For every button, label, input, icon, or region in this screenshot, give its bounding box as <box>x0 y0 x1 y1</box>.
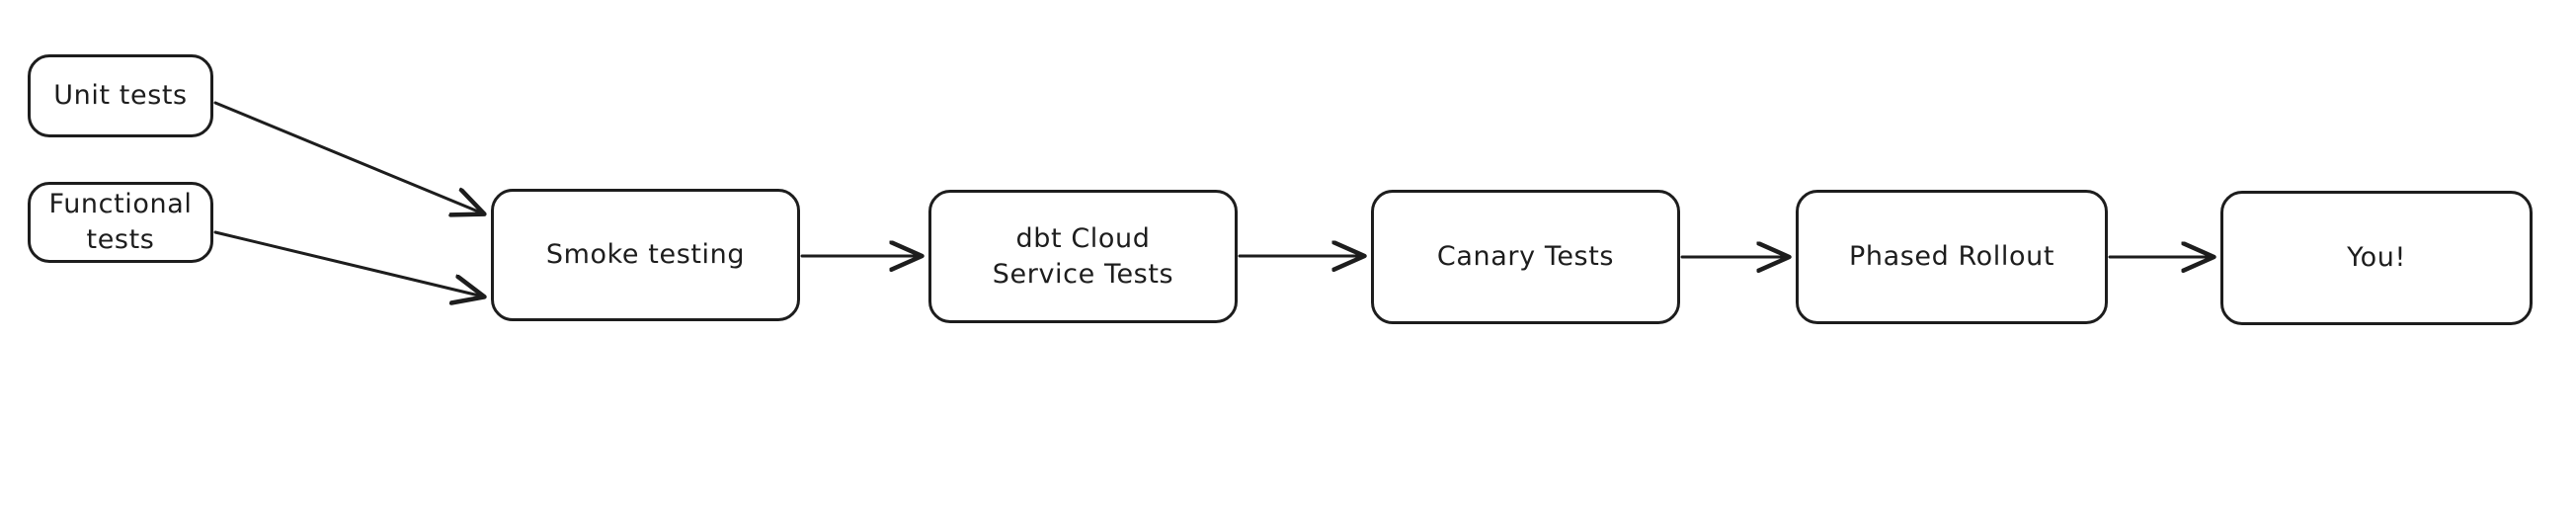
node-label-you: You! <box>2347 242 2406 274</box>
node-phased-rollout[interactable]: Phased Rollout <box>1796 190 2108 324</box>
node-unit-tests[interactable]: Unit tests <box>28 54 213 137</box>
node-you[interactable]: You! <box>2220 191 2533 325</box>
node-smoke-testing[interactable]: Smoke testing <box>491 189 800 321</box>
node-canary-tests[interactable]: Canary Tests <box>1371 190 1680 324</box>
node-dbt-cloud-service-tests[interactable]: dbt Cloud Service Tests <box>928 190 1238 323</box>
node-label-canary-tests: Canary Tests <box>1436 241 1615 273</box>
node-label-phased-rollout: Phased Rollout <box>1848 241 2055 273</box>
node-label-functional-tests: Functional tests <box>48 189 193 255</box>
node-label-unit-tests: Unit tests <box>53 80 188 112</box>
node-label-dbt-cloud-service-tests: dbt Cloud Service Tests <box>992 222 1174 290</box>
edge-functional-to-smoke <box>213 230 483 297</box>
edge-unit-to-smoke <box>213 101 483 213</box>
node-label-smoke-testing: Smoke testing <box>545 239 746 271</box>
node-functional-tests[interactable]: Functional tests <box>28 182 213 263</box>
